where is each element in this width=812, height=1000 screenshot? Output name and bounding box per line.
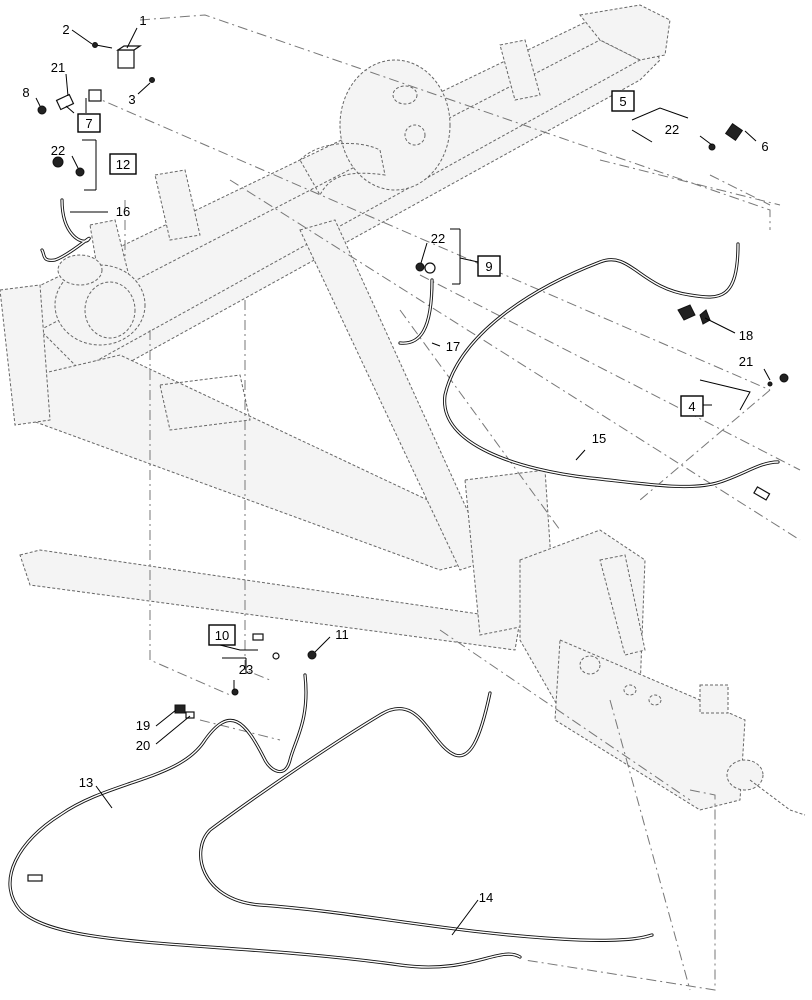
callout-10: 10 [215, 628, 229, 643]
callout-20: 20 [136, 738, 150, 753]
projection-lines [89, 14, 801, 991]
callout-labels: 1 2 3 21 8 7 22 12 16 5 22 6 22 9 17 18 … [22, 13, 768, 905]
callout-21: 21 [51, 60, 65, 75]
callout-14: 14 [479, 890, 493, 905]
callout-22: 22 [51, 143, 65, 158]
callout-23: 23 [239, 662, 253, 677]
callout-5: 5 [619, 94, 626, 109]
callout-22: 22 [431, 231, 445, 246]
callout-21: 21 [739, 354, 753, 369]
callout-1: 1 [139, 13, 146, 28]
leader-lines [35, 27, 771, 936]
callout-2: 2 [62, 22, 69, 37]
hoses [8, 198, 780, 969]
callout-box-5 [611, 90, 635, 112]
callout-box-12 [109, 153, 137, 175]
callout-9: 9 [485, 259, 492, 274]
callout-box-10 [208, 624, 236, 646]
small-parts [27, 42, 789, 882]
machine-frame [0, 4, 806, 816]
callout-box-7 [77, 113, 101, 133]
callout-18: 18 [739, 328, 753, 343]
callout-6: 6 [761, 139, 768, 154]
callout-15: 15 [592, 431, 606, 446]
callout-11: 11 [335, 627, 349, 642]
callout-8: 8 [22, 85, 29, 100]
callout-box-4 [680, 395, 704, 417]
callout-7: 7 [85, 116, 92, 131]
callout-17: 17 [446, 339, 460, 354]
callout-16: 16 [116, 204, 130, 219]
callout-box-9 [477, 255, 501, 277]
block-part-1 [117, 49, 135, 69]
callout-12: 12 [116, 157, 130, 172]
callout-19: 19 [136, 718, 150, 733]
callout-3: 3 [128, 92, 135, 107]
callout-4: 4 [688, 399, 695, 414]
callout-22: 22 [665, 122, 679, 137]
callout-13: 13 [79, 775, 93, 790]
